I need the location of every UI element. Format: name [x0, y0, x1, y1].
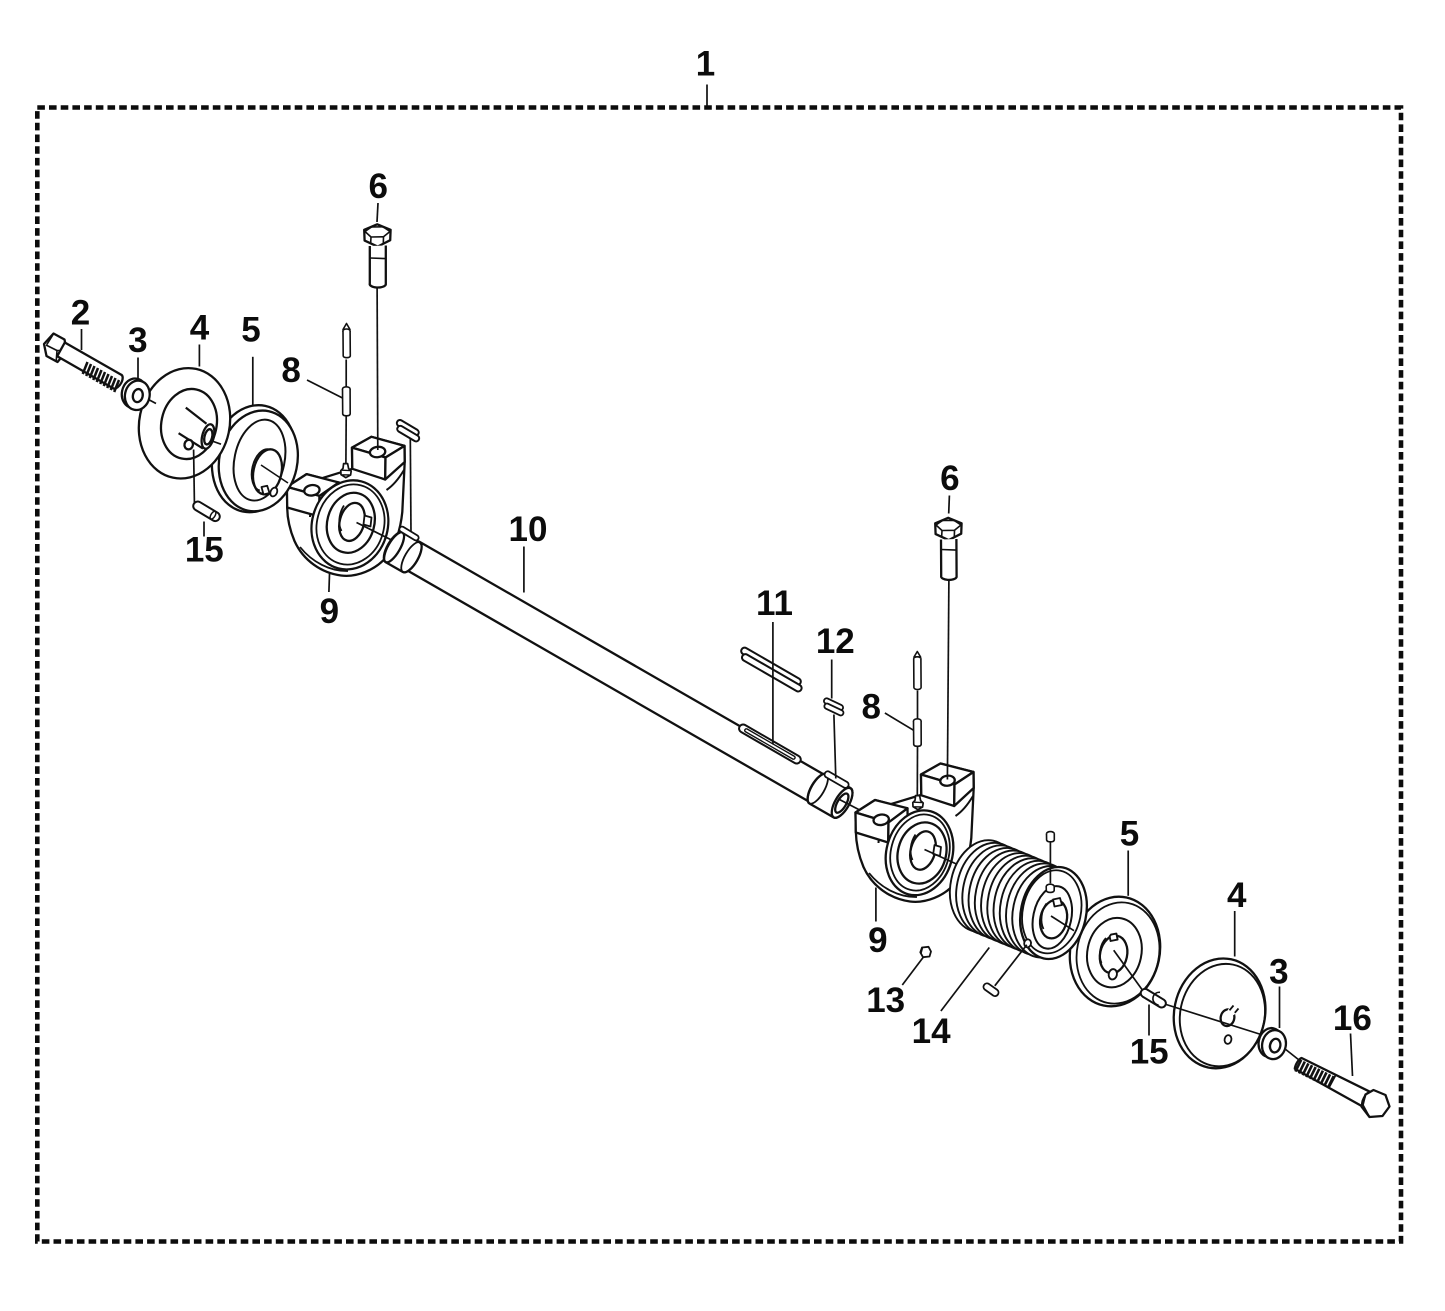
svg-text:10: 10 [509, 510, 548, 549]
svg-text:3: 3 [1269, 952, 1288, 991]
svg-text:3: 3 [128, 321, 147, 360]
svg-text:14: 14 [912, 1012, 951, 1051]
svg-text:5: 5 [241, 311, 260, 350]
svg-text:5: 5 [1120, 815, 1139, 854]
svg-text:16: 16 [1333, 999, 1372, 1038]
svg-text:1: 1 [696, 45, 715, 84]
svg-text:8: 8 [281, 351, 300, 390]
svg-text:15: 15 [1130, 1033, 1169, 1072]
svg-text:8: 8 [861, 688, 880, 727]
svg-text:12: 12 [816, 622, 855, 661]
svg-text:4: 4 [1227, 876, 1247, 915]
svg-text:9: 9 [868, 921, 887, 960]
svg-text:4: 4 [190, 308, 210, 347]
svg-text:9: 9 [320, 592, 339, 631]
svg-text:13: 13 [866, 981, 905, 1020]
svg-text:11: 11 [756, 584, 793, 623]
svg-text:6: 6 [940, 459, 959, 498]
svg-text:2: 2 [71, 294, 90, 333]
svg-text:6: 6 [368, 167, 387, 206]
